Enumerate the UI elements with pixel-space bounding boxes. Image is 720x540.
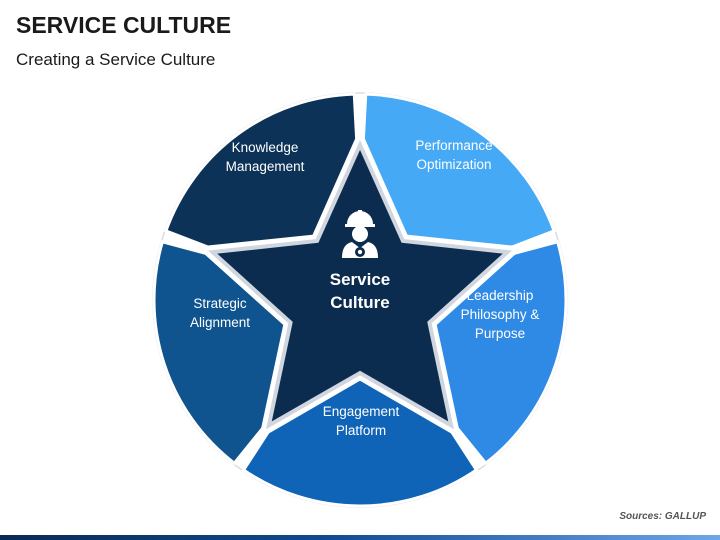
source-note: Sources: GALLUP <box>619 511 706 522</box>
page-title: SERVICE CULTURE <box>16 12 232 38</box>
segment-label-knowledge-management: Knowledge Management <box>225 140 305 174</box>
segment-strategic-alignment <box>152 240 287 466</box>
segment-label-strategic-alignment: Strategic Alignment <box>189 296 251 330</box>
segment-performance-optimization <box>361 92 556 249</box>
segment-engagement-platform <box>241 377 479 508</box>
segment-knowledge-management <box>164 92 359 249</box>
page-subtitle: Creating a Service Culture <box>16 50 216 69</box>
segment-label-performance-optimization: Performance Optimization <box>415 138 493 172</box>
segment-leadership-philosophy <box>433 240 568 466</box>
center-star <box>207 140 513 430</box>
segment-label-engagement-platform: Engagement Platform <box>322 404 400 438</box>
center-label: Service Culture <box>329 270 391 312</box>
worker-helmet-gear-icon <box>342 210 378 258</box>
segment-label-leadership-philosophy: Leadership Philosophy & Purpose <box>460 288 540 341</box>
footer-bar <box>0 535 720 540</box>
